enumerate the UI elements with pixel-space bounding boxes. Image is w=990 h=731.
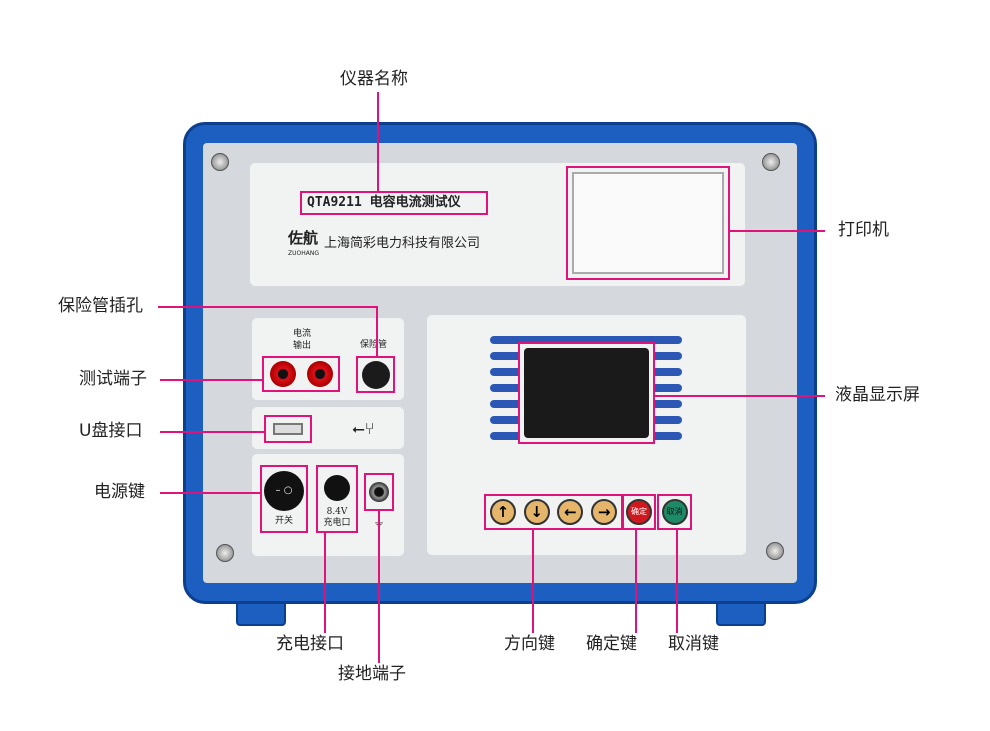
confirm-button[interactable]: 确定 [626,499,652,525]
cancel-button[interactable]: 取消 [661,499,688,525]
callout-name: 仪器名称 [340,69,408,89]
power-switch[interactable]: – ○开关 [260,465,308,533]
printer [566,166,730,280]
screw-icon [762,153,780,171]
fuse-socket[interactable] [356,356,395,393]
up-arrow-button[interactable]: ↑ [489,499,516,525]
callout-test-terminal: 测试端子 [79,369,147,389]
cancel-key: 取消 [657,494,692,530]
direction-keys: ↑ ↓ ← → [484,494,623,530]
current-output-label: 电流 输出 [292,329,311,351]
screw-icon [216,544,234,562]
red-terminal[interactable] [306,361,333,387]
callout-charge: 充电接口 [276,634,344,654]
callout-printer: 打印机 [838,220,889,240]
model-name: QTA9211 电容电流测试仪 [300,191,488,215]
brand-sub: ZUOHANG [288,250,319,257]
screw-icon [211,153,229,171]
red-terminal[interactable] [269,361,296,387]
down-arrow-button[interactable]: ↓ [523,499,550,525]
screw-icon [766,542,784,560]
usb-icon: ⭠⑂ [352,419,375,438]
left-arrow-button[interactable]: ← [557,499,584,525]
callout-power: 电源键 [94,482,145,502]
callout-fuse-socket: 保险管插孔 [58,296,143,316]
usb-port[interactable] [264,415,312,443]
lcd-screen [518,342,655,444]
charge-port-label: 充电口 [323,518,351,528]
callout-usb: U盘接口 [79,421,143,441]
callout-confirm: 确定键 [586,634,637,654]
fuse-label: 保险管 [360,340,388,350]
right-arrow-button[interactable]: → [591,499,618,525]
callout-ground: 接地端子 [338,664,406,684]
company-name: 上海简彩电力科技有限公司 [324,236,481,251]
callout-cancel: 取消键 [668,634,719,654]
switch-label: 开关 [274,516,293,526]
brand-logo: 佐航 [288,229,319,247]
confirm-key: 确定 [622,494,656,530]
ground-terminal[interactable] [364,473,394,511]
test-terminals[interactable] [262,356,340,392]
voltage-label: 8.4V [326,507,348,517]
callout-direction: 方向键 [504,634,555,654]
callout-lcd: 液晶显示屏 [835,385,920,405]
